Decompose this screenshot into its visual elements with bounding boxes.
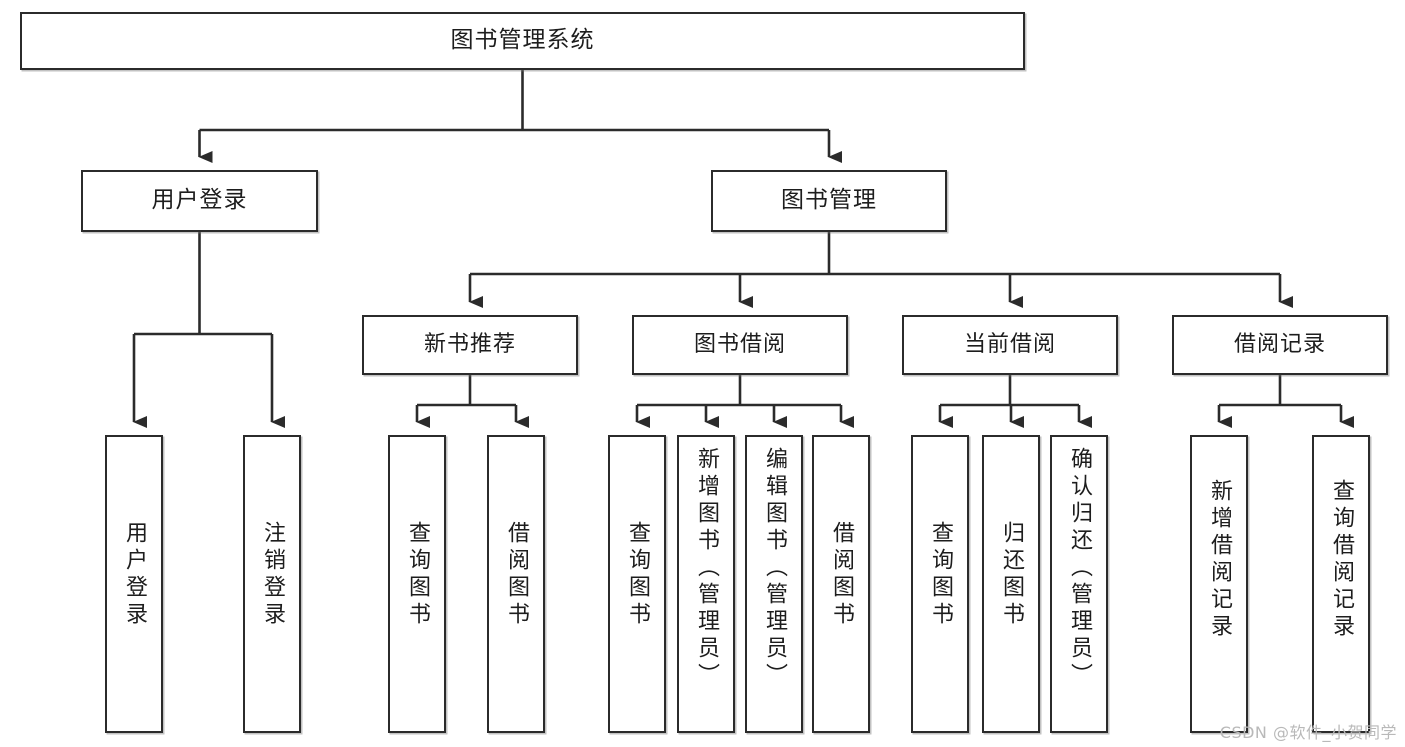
node-leaf-query-book-3-label: 查询图书 [928,521,953,629]
node-leaf-query-book-1[interactable]: 查询图书 [388,435,446,733]
node-leaf-add-book[interactable]: 新增图书（管理员） [677,435,735,733]
node-leaf-borrow-book-1-label: 借阅图书 [504,521,529,629]
node-leaf-user-logout-label: 注销登录 [260,521,285,629]
node-current-borrow-label: 当前借阅 [963,332,1056,358]
node-leaf-user-login[interactable]: 用户登录 [105,435,163,733]
node-leaf-query-book-3[interactable]: 查询图书 [911,435,969,733]
node-leaf-add-record-label: 新增借阅记录 [1207,479,1232,641]
node-current-borrow[interactable]: 当前借阅 [902,315,1118,375]
node-leaf-return-book-label: 归还图书 [999,521,1024,629]
node-book-borrow[interactable]: 图书借阅 [632,315,848,375]
node-leaf-confirm-return[interactable]: 确认归还（管理员） [1050,435,1108,733]
node-leaf-query-book-2[interactable]: 查询图书 [608,435,666,733]
node-new-book-recommend-label: 新书推荐 [423,332,516,358]
node-leaf-query-record[interactable]: 查询借阅记录 [1312,435,1370,733]
node-user-login-label: 用户登录 [151,187,248,214]
node-leaf-user-logout[interactable]: 注销登录 [243,435,301,733]
node-leaf-edit-book[interactable]: 编辑图书（管理员） [745,435,803,733]
node-root-label: 图书管理系统 [450,27,595,54]
node-book-manage[interactable]: 图书管理 [711,170,947,232]
node-new-book-recommend[interactable]: 新书推荐 [362,315,578,375]
node-book-manage-label: 图书管理 [781,187,877,214]
node-leaf-add-book-label: 新增图书（管理员） [694,447,719,690]
watermark-text: CSDN @软件_小贺同学 [1219,723,1397,742]
node-leaf-borrow-book-1[interactable]: 借阅图书 [487,435,545,733]
node-leaf-confirm-return-label: 确认归还（管理员） [1067,447,1092,690]
node-leaf-query-book-2-label: 查询图书 [625,521,650,629]
node-leaf-add-record[interactable]: 新增借阅记录 [1190,435,1248,733]
node-root[interactable]: 图书管理系统 [20,12,1025,70]
node-borrow-record-label: 借阅记录 [1233,332,1326,358]
node-leaf-borrow-book-2-label: 借阅图书 [829,521,854,629]
node-leaf-return-book[interactable]: 归还图书 [982,435,1040,733]
node-borrow-record[interactable]: 借阅记录 [1172,315,1388,375]
node-leaf-query-record-label: 查询借阅记录 [1329,479,1354,641]
node-user-login[interactable]: 用户登录 [81,170,318,232]
node-leaf-query-book-1-label: 查询图书 [405,521,430,629]
node-leaf-user-login-label: 用户登录 [122,521,147,629]
node-book-borrow-label: 图书借阅 [693,332,786,358]
node-leaf-edit-book-label: 编辑图书（管理员） [762,447,787,690]
node-leaf-borrow-book-2[interactable]: 借阅图书 [812,435,870,733]
